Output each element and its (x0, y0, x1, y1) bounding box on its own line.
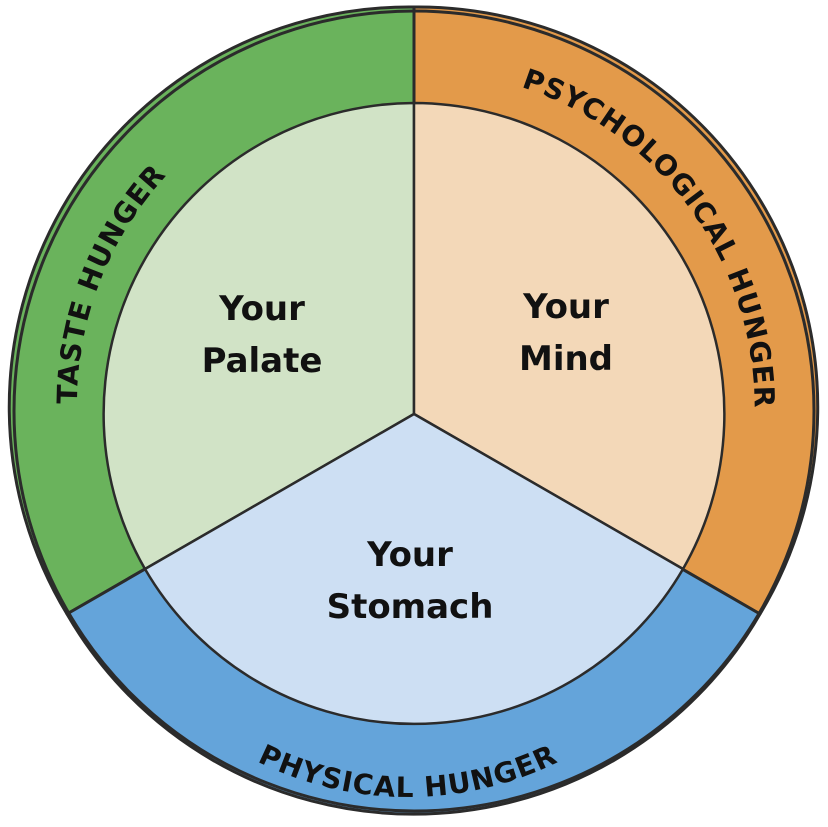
stomach-line1: Your (366, 535, 453, 575)
physical-inner-sector (143, 412, 685, 726)
psychological-inner-sector (412, 101, 726, 571)
mind-line1: Your (522, 287, 609, 327)
taste-inner-sector (102, 101, 416, 571)
palate-line1: Your (218, 289, 305, 329)
mind-line2: Mind (519, 339, 613, 379)
palate-line2: Palate (202, 341, 323, 381)
stomach-line2: Stomach (327, 587, 494, 627)
outer-border (12, 9, 816, 813)
